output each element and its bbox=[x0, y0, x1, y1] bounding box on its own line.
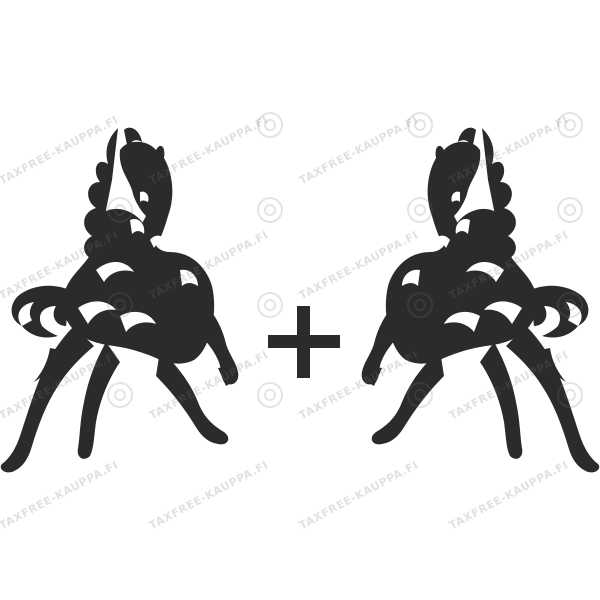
circular-seal-icon bbox=[257, 112, 283, 138]
plus-icon bbox=[268, 306, 340, 378]
plus-vertical-bar bbox=[297, 306, 310, 378]
circular-seal-icon bbox=[257, 197, 283, 223]
horse-right-icon bbox=[361, 127, 600, 473]
circular-seal-icon bbox=[257, 382, 283, 408]
horse-left-icon bbox=[0, 127, 239, 473]
